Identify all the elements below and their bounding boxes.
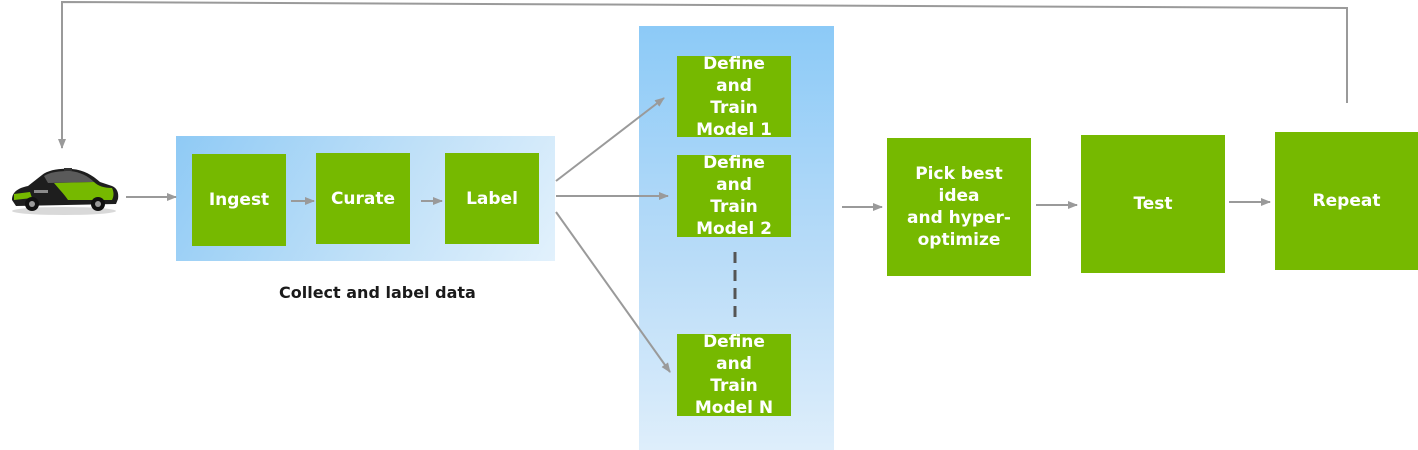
- ingest-box: Ingest: [192, 154, 286, 246]
- curate-box: Curate: [316, 153, 410, 244]
- label-to-model-n-arrow: [555, 211, 671, 373]
- label-to-model-1-arrow: [555, 97, 665, 182]
- repeat-box: Repeat: [1275, 132, 1418, 270]
- define-train-model-1-box: Define and Train Model 1: [677, 54, 791, 140]
- pick-best-idea-box: Pick best idea and hyper- optimize: [887, 138, 1031, 276]
- define-train-model-n-box: Define and Train Model N: [677, 332, 791, 418]
- autonomous-car-icon: [12, 168, 119, 215]
- define-train-model-2-box: Define and Train Model 2: [677, 153, 791, 239]
- collect-label-caption: Collect and label data: [279, 283, 476, 302]
- feedback-loop-arrow: [58, 0, 1348, 149]
- label-box: Label: [445, 153, 539, 244]
- test-box: Test: [1081, 135, 1225, 273]
